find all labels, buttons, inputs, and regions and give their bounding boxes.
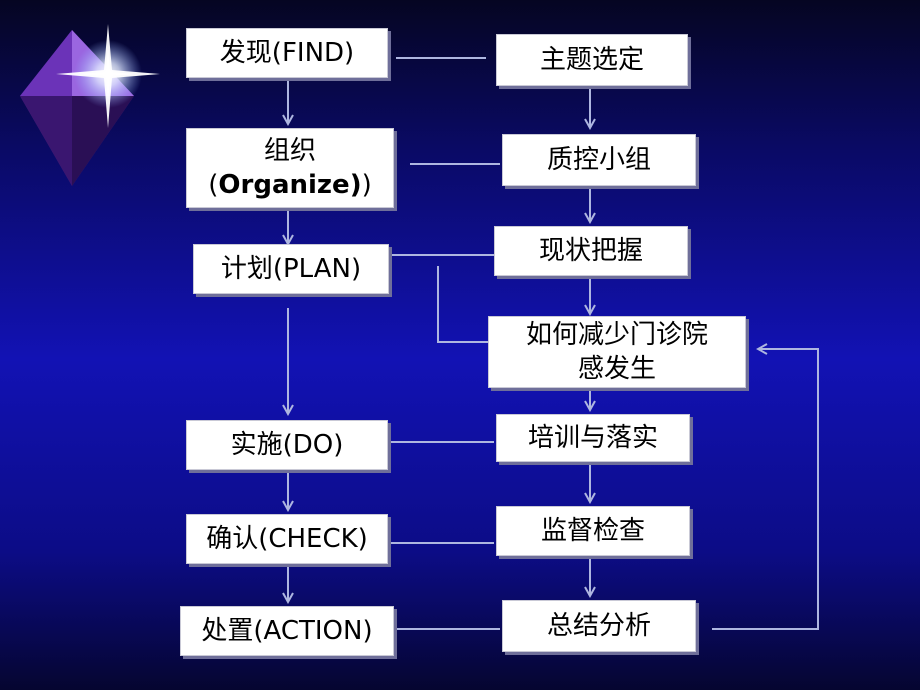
step-status: 现状把握 — [494, 226, 688, 276]
step-training: 培训与落实 — [496, 414, 690, 462]
step-organize-open: ( — [208, 170, 219, 200]
step-supervise-label: 监督检查 — [540, 516, 645, 546]
step-action: 处置(ACTION) — [180, 606, 394, 656]
diamond-star-emblem — [20, 24, 160, 186]
step-plan: 计划(PLAN) — [193, 244, 389, 294]
step-find-label: 发现(FIND) — [219, 38, 355, 68]
step-supervise: 监督检查 — [496, 506, 690, 556]
step-how-line2: 感发生 — [577, 354, 656, 384]
step-action-label: 处置(ACTION) — [201, 616, 373, 646]
step-organize-close: ) — [361, 170, 372, 200]
step-do: 实施(DO) — [186, 420, 388, 470]
step-find: 发现(FIND) — [186, 28, 388, 78]
step-status-label: 现状把握 — [538, 236, 643, 266]
link-plan-how — [437, 266, 490, 343]
step-how-line1: 如何减少门诊院 — [525, 320, 708, 350]
step-summary: 总结分析 — [502, 600, 696, 652]
step-training-label: 培训与落实 — [527, 423, 658, 453]
step-organize-bold: Organize) — [218, 170, 362, 200]
step-summary-label: 总结分析 — [546, 611, 651, 641]
step-topic: 主题选定 — [496, 34, 688, 86]
step-topic-label: 主题选定 — [539, 45, 644, 75]
step-how: 如何减少门诊院 感发生 — [488, 316, 746, 388]
step-check-label: 确认(CHECK) — [206, 524, 368, 554]
step-qc-group: 质控小组 — [502, 134, 696, 186]
step-do-label: 实施(DO) — [230, 430, 344, 460]
feedback-loop-arrow — [712, 349, 819, 630]
step-qc-group-label: 质控小组 — [546, 145, 651, 175]
step-check: 确认(CHECK) — [186, 514, 388, 564]
step-organize: 组织 (Organize)) — [186, 128, 394, 208]
step-plan-label: 计划(PLAN) — [220, 254, 362, 284]
step-organize-line1: 组织 — [263, 136, 316, 166]
